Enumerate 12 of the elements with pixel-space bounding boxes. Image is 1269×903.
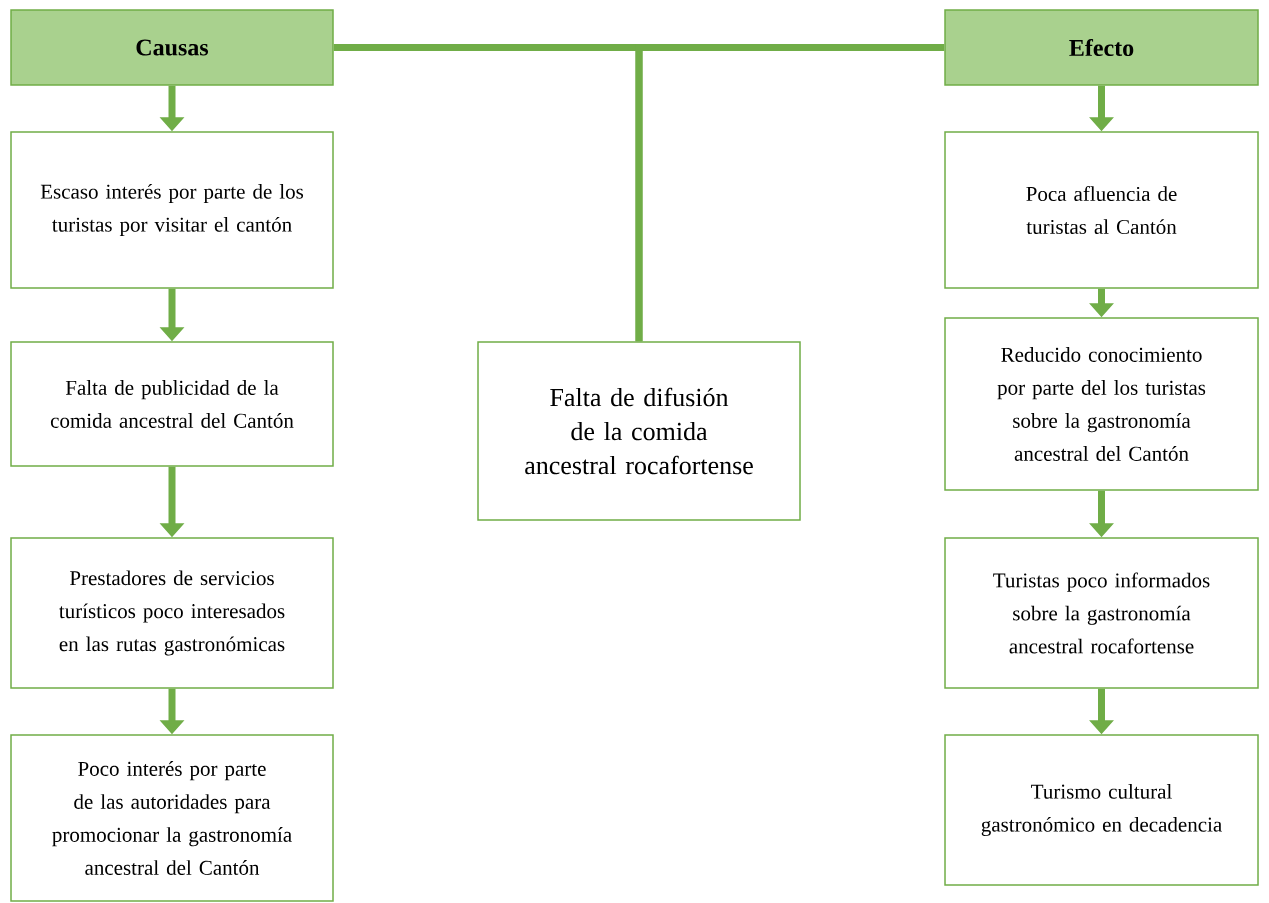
connector-line [635,44,945,342]
problem-box: Falta de difusión de la comida ancestral rocafortense [477,341,801,521]
header-box: Efecto [944,9,1259,86]
text-box: Turistas poco informados sobre la gastronomía ancestral rocafortense [944,537,1259,689]
text-box: Turismo cultural gastronómico en decadencia [944,734,1259,886]
text-box: Poca afluencia de turistas al Cantón [944,131,1259,289]
text-box: Falta de publicidad de la comida ancestral del Cantón [10,341,334,467]
text-box: Poco interés por parte de las autoridades para promocionar la gastronomía ancestral del Cantón [10,734,334,902]
text-box: Escaso interés por parte de los turistas por visitar el cantón [10,131,334,289]
header-box: Causas [10,9,334,86]
text-box: Reducido conocimiento por parte del los turistas sobre la gastronomía ancestral del Cantón [944,317,1259,491]
text-box: Prestadores de servicios turísticos poco interesados en las rutas gastronómicas [10,537,334,689]
